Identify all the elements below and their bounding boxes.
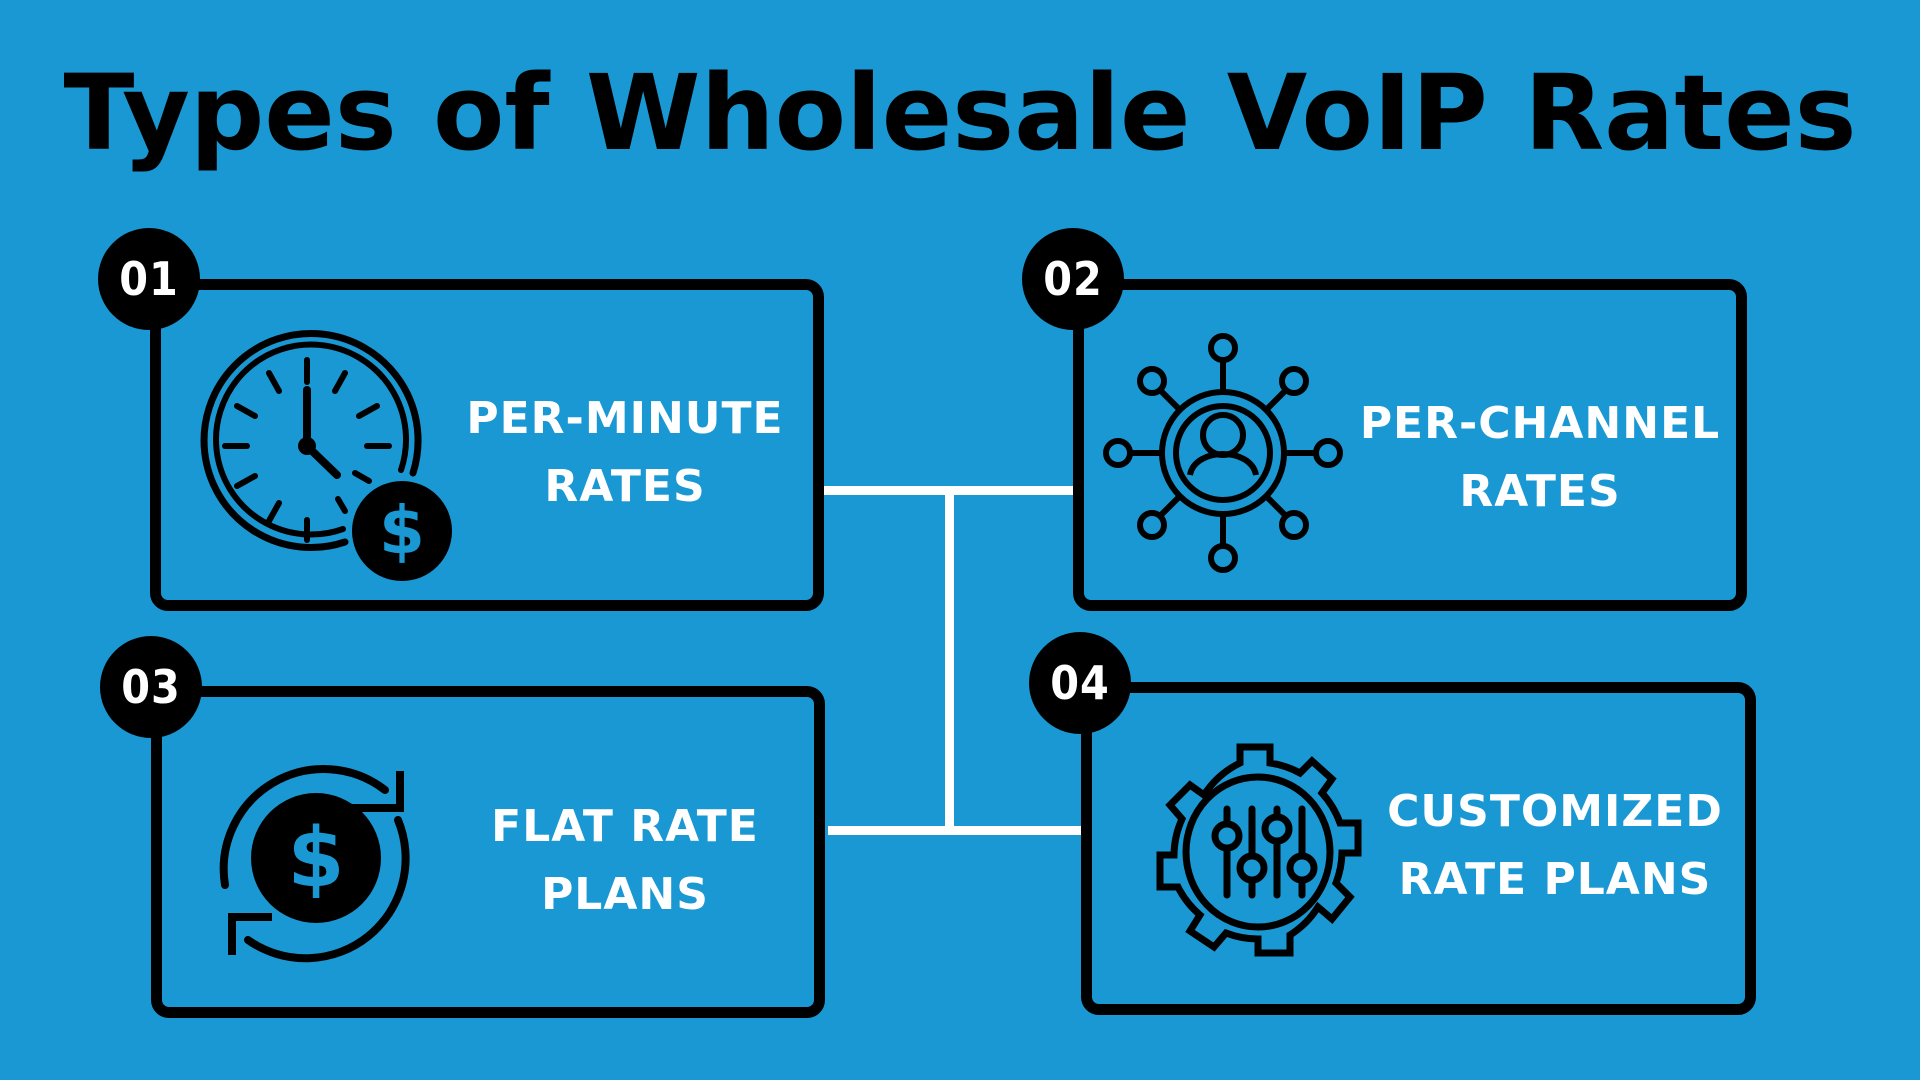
card-per-minute-rates [150, 279, 824, 611]
svg-text:$: $ [287, 811, 344, 906]
card-label: CUSTOMIZED RATE PLANS [1370, 778, 1740, 914]
label-line-2: RATES [1459, 466, 1621, 517]
label-line-1: FLAT RATE [491, 801, 759, 852]
clock-dollar-icon: $ [200, 330, 452, 581]
svg-text:$: $ [379, 492, 425, 569]
label-line-1: PER-MINUTE [466, 393, 784, 444]
card-label: PER-MINUTE RATES [450, 385, 800, 521]
badge-number: 01 [98, 228, 200, 330]
label-line-1: PER-CHANNEL [1359, 398, 1721, 449]
card-customized-rate-plans [1081, 682, 1756, 1015]
label-line-2: RATE PLANS [1398, 854, 1712, 905]
dollar-cycle-icon: $ [219, 765, 410, 963]
card-label: FLAT RATE PLANS [460, 793, 790, 929]
label-line-2: PLANS [541, 869, 709, 920]
badge-number: 02 [1022, 228, 1124, 330]
gear-sliders-icon [1156, 743, 1362, 957]
badge-number: 04 [1029, 632, 1131, 734]
user-network-icon [1103, 333, 1343, 573]
label-line-2: RATES [544, 461, 706, 512]
connector-bottom [828, 826, 1084, 835]
card-label: PER-CHANNEL RATES [1350, 390, 1730, 526]
label-line-1: CUSTOMIZED [1387, 786, 1723, 837]
connector-vertical [945, 486, 954, 834]
page-title: Types of Wholesale VoIP Rates [63, 52, 1857, 174]
badge-number: 03 [100, 636, 202, 738]
card-per-channel-rates [1073, 279, 1747, 611]
